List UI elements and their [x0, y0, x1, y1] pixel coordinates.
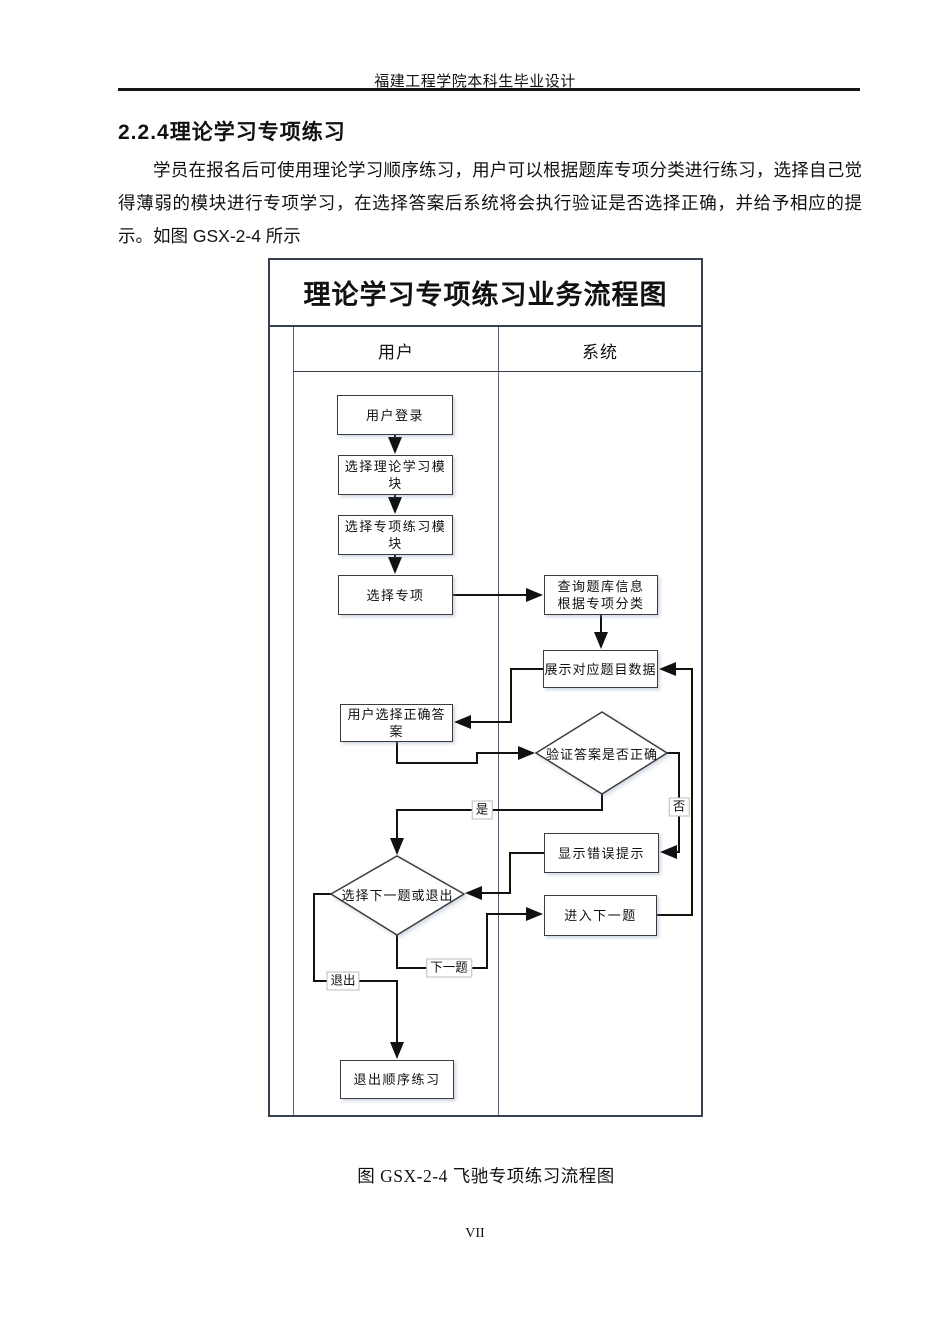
flowchart-figure: 理论学习专项练习业务流程图 用户 系统	[268, 258, 703, 1117]
node-next-question: 进入下一题	[544, 895, 657, 936]
edge-choose-exit	[313, 893, 404, 1059]
node-exit-practice: 退出顺序练习	[340, 1060, 454, 1099]
edge-label-yes: 是	[471, 800, 493, 820]
edge-choose-next	[396, 907, 543, 969]
edge-answer-to-verify	[396, 742, 535, 764]
node-select-topic: 选择专项	[338, 575, 453, 615]
page-number: VII	[465, 1226, 485, 1241]
node-choose-answer: 用户选择正确答案	[340, 704, 453, 742]
edge-next-to-show	[657, 662, 693, 916]
decision-shapes	[329, 711, 669, 936]
flow-connectors	[313, 435, 693, 1059]
edge-label-exit: 退出	[326, 971, 360, 991]
edge-error-to-choose	[465, 852, 544, 900]
figure-caption: 图 GSX-2-4 飞驰专项练习流程图	[357, 1166, 615, 1186]
lane-header-rule	[293, 371, 701, 372]
flow-connectors-svg	[313, 435, 693, 1059]
node-select-practice-module: 选择专项练习模块	[338, 515, 453, 555]
node-user-login: 用户登录	[337, 395, 453, 435]
edge-show-to-answer	[454, 668, 543, 729]
edge-label-no: 否	[668, 797, 690, 817]
diamond-choose-next-or-exit	[329, 855, 466, 936]
flowchart-left-strip-line	[293, 327, 294, 1115]
body-paragraph: 学员在报名后可使用理论学习顺序练习，用户可以根据题库专项分类进行练习，选择自己觉…	[118, 160, 862, 246]
section-heading: 2.2.4理论学习专项练习	[118, 121, 346, 144]
lane-label-user: 用户	[378, 343, 414, 362]
node-select-theory-module: 选择理论学习模块	[338, 455, 453, 495]
node-show-questions: 展示对应题目数据	[543, 650, 658, 688]
edge-verify-yes	[390, 794, 603, 855]
lane-label-system: 系统	[582, 343, 618, 362]
edge-label-next: 下一题	[426, 958, 472, 978]
node-show-error: 显示错误提示	[544, 833, 659, 873]
running-header: 福建工程学院本科生毕业设计	[374, 73, 576, 90]
node-query-bank: 查询题库信息 根据专项分类	[544, 575, 658, 615]
node-verify-answer: 验证答案是否正确	[545, 746, 658, 762]
header-rule	[118, 88, 860, 91]
diamond-verify-answer	[534, 711, 669, 795]
flowchart-title: 理论学习专项练习业务流程图	[270, 260, 701, 327]
node-choose-next-or-exit: 选择下一题或退出	[341, 887, 454, 903]
